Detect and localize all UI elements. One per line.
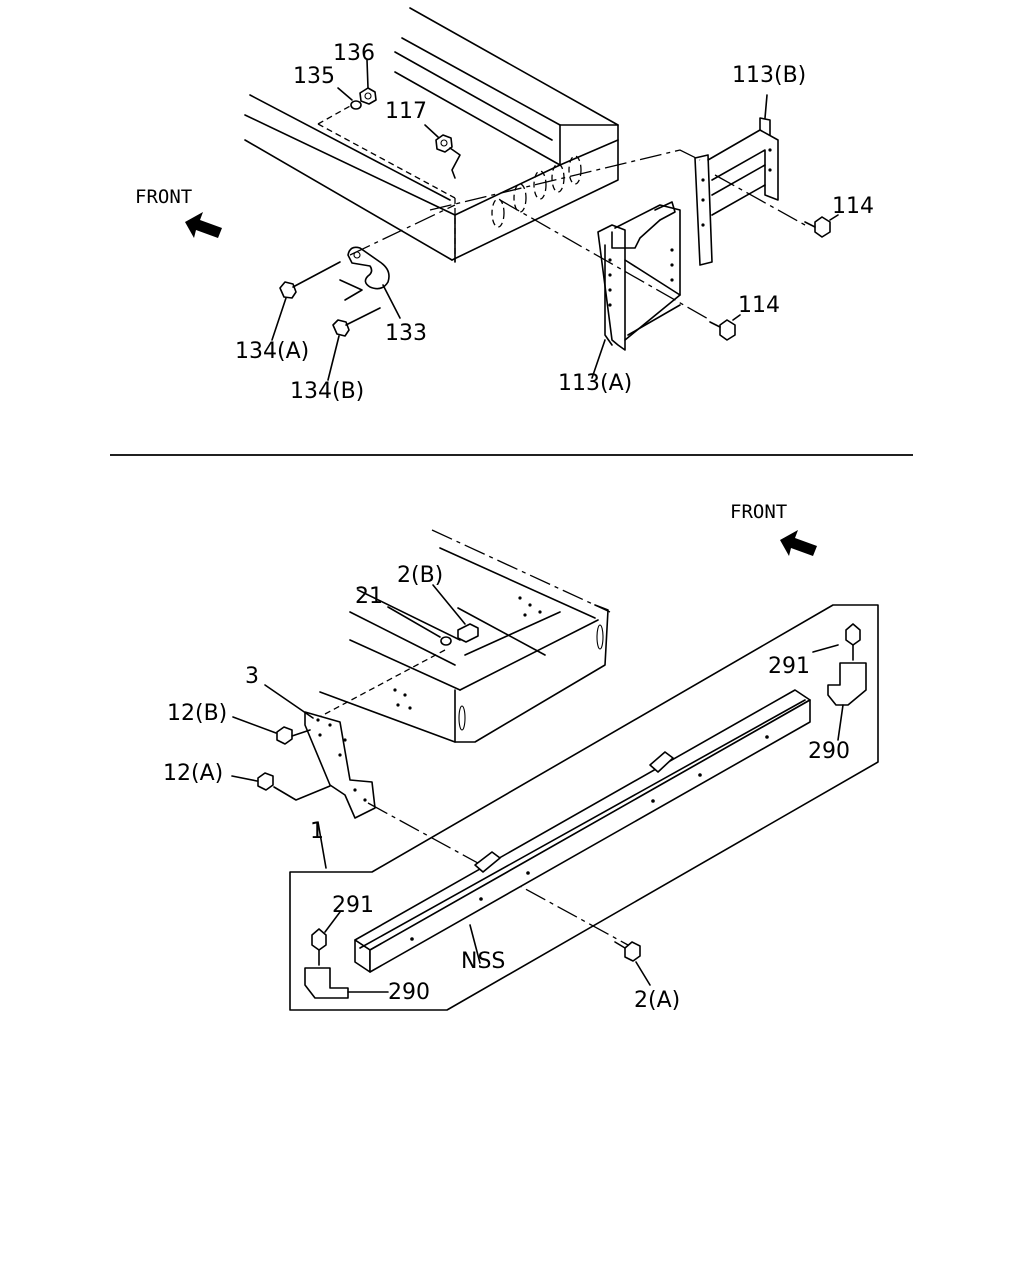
bolt-134b — [332, 279, 381, 337]
nut-117 — [435, 134, 453, 153]
bolt-291-right — [845, 623, 861, 661]
bottom-assembly-view: FRONT — [163, 501, 879, 1013]
frame-rail-bottom — [309, 529, 611, 743]
callout-291-left: 291 — [332, 893, 374, 918]
front-label-top: FRONT — [135, 186, 192, 208]
callout-nss: NSS — [461, 949, 505, 974]
callout-113b: 113(B) — [732, 63, 806, 88]
washer-135 — [350, 100, 362, 110]
callout-113a: 113(A) — [558, 371, 632, 396]
callout-135: 135 — [293, 64, 335, 89]
callout-2a: 2(A) — [634, 988, 680, 1013]
nut-136 — [359, 87, 377, 105]
assembly-1-frame — [289, 604, 879, 1011]
callout-12b: 12(B) — [167, 701, 227, 726]
bolt-2a — [614, 941, 641, 962]
bracket-290-left — [304, 967, 349, 999]
bolt-291-left — [311, 928, 327, 966]
front-arrow-bottom: FRONT — [730, 501, 817, 556]
callout-114-lower: 114 — [738, 293, 780, 318]
frame-rail-top — [244, 7, 619, 263]
callout-3: 3 — [245, 664, 259, 689]
callout-1: 1 — [310, 819, 324, 844]
front-arrow-top: FRONT — [135, 186, 222, 238]
top-assembly-view: FRONT — [135, 7, 874, 404]
bolt-2b — [457, 623, 479, 643]
callout-290-left: 290 — [388, 980, 430, 1005]
front-arrow-icon-bottom — [780, 530, 817, 556]
callout-291-right: 291 — [768, 654, 810, 679]
callout-12a: 12(A) — [163, 761, 223, 786]
callout-21: 21 — [355, 584, 383, 609]
callout-133: 133 — [385, 321, 427, 346]
crossmember-nss — [354, 689, 811, 973]
bolt-114-lower — [709, 319, 736, 341]
washer-21 — [440, 636, 452, 646]
callout-134b: 134(B) — [290, 379, 364, 404]
front-arrow-icon — [185, 212, 222, 238]
callout-114-upper: 114 — [832, 194, 874, 219]
callout-290-right: 290 — [808, 739, 850, 764]
bracket-3 — [304, 711, 376, 819]
bracket-113a — [597, 201, 681, 351]
bracket-290-right — [827, 662, 867, 706]
front-label-bottom: FRONT — [730, 501, 787, 523]
callout-134a: 134(A) — [235, 339, 309, 364]
bolt-114-upper — [804, 216, 831, 238]
nut-12b — [276, 726, 293, 745]
bracket-113b — [694, 117, 779, 266]
bolt-134a — [279, 261, 341, 299]
callout-136: 136 — [333, 41, 375, 66]
callout-117: 117 — [385, 99, 427, 124]
nut-12a — [257, 772, 274, 791]
callout-2b: 2(B) — [397, 563, 443, 588]
